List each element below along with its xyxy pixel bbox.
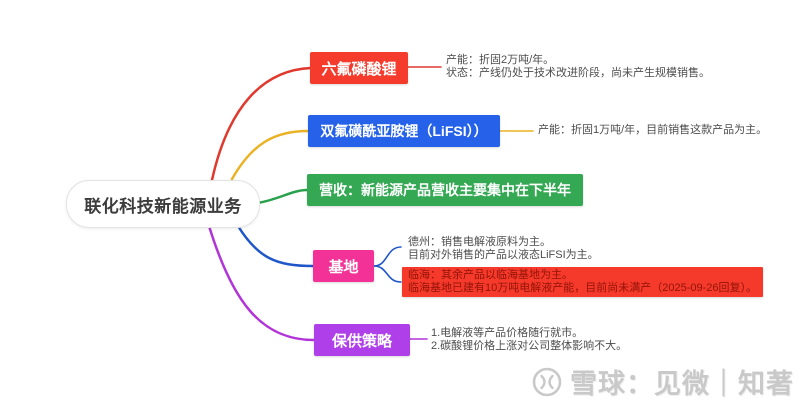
watermark-text: 雪球：见微｜知著 bbox=[570, 369, 794, 399]
bases-fork-lower bbox=[373, 265, 402, 283]
note-line: 临海基地已建有10万吨电解液产能，目前尚未满产（2025-09-26回复）。 bbox=[408, 282, 758, 294]
bases-fork-upper bbox=[373, 246, 402, 267]
branch-curve-lipf6 bbox=[210, 66, 313, 182]
watermark: 雪球：见微｜知著 bbox=[531, 362, 794, 401]
branch-curve-supply bbox=[207, 224, 316, 342]
node-revenue[interactable]: 营收：新能源产品营收主要集中在下半年 bbox=[307, 174, 583, 206]
note-line: 产能：折固1万吨/年，目前销售这款产品为主。 bbox=[538, 124, 768, 136]
node-lipf6[interactable]: 六氟磷酸锂 bbox=[310, 52, 408, 84]
node-linhai-highlight[interactable]: 临海：其余产品以临海基地为主。 临海基地已建有10万吨电解液产能，目前尚未满产（… bbox=[402, 267, 764, 297]
note-lipf6: 产能：折固2万吨/年。 状态：产线仍处于技术改进阶段，尚未产生规模销售。 bbox=[446, 54, 710, 80]
note-supply: 1.电解液等产品价格随行就市。 2.碳酸锂价格上涨对公司整体影响不大。 bbox=[431, 327, 627, 353]
note-line: 2.碳酸锂价格上涨对公司整体影响不大。 bbox=[431, 340, 628, 352]
note-line: 1.电解液等产品价格随行就市。 bbox=[431, 327, 584, 339]
branch-curve-lifsi bbox=[230, 129, 310, 181]
node-lifsi[interactable]: 双氟磺酰亚胺锂（LiFSI）） bbox=[308, 115, 500, 147]
branch-curve-bases bbox=[236, 224, 315, 268]
xueqiu-logo-icon bbox=[532, 367, 562, 396]
note-line: 状态：产线仍处于技术改进阶段，尚未产生规模销售。 bbox=[446, 67, 710, 79]
note-lifsi: 产能：折固1万吨/年，目前销售这款产品为主。 bbox=[538, 124, 767, 137]
note-line: 目前对外销售的产品以液态LiFSI为主。 bbox=[408, 249, 599, 261]
note-line: 德州：销售电解液原料为主。 bbox=[408, 236, 551, 248]
node-supply[interactable]: 保供策略 bbox=[314, 324, 410, 356]
node-bases[interactable]: 基地 bbox=[313, 250, 374, 282]
note-line: 产能：折固2万吨/年。 bbox=[446, 54, 555, 66]
note-dezhou: 德州：销售电解液原料为主。 目前对外销售的产品以液态LiFSI为主。 bbox=[408, 236, 599, 262]
branch-curve-revenue bbox=[255, 188, 309, 205]
root-node[interactable]: 联化科技新能源业务 bbox=[66, 180, 260, 228]
note-line: 临海：其余产品以临海基地为主。 bbox=[408, 269, 573, 281]
